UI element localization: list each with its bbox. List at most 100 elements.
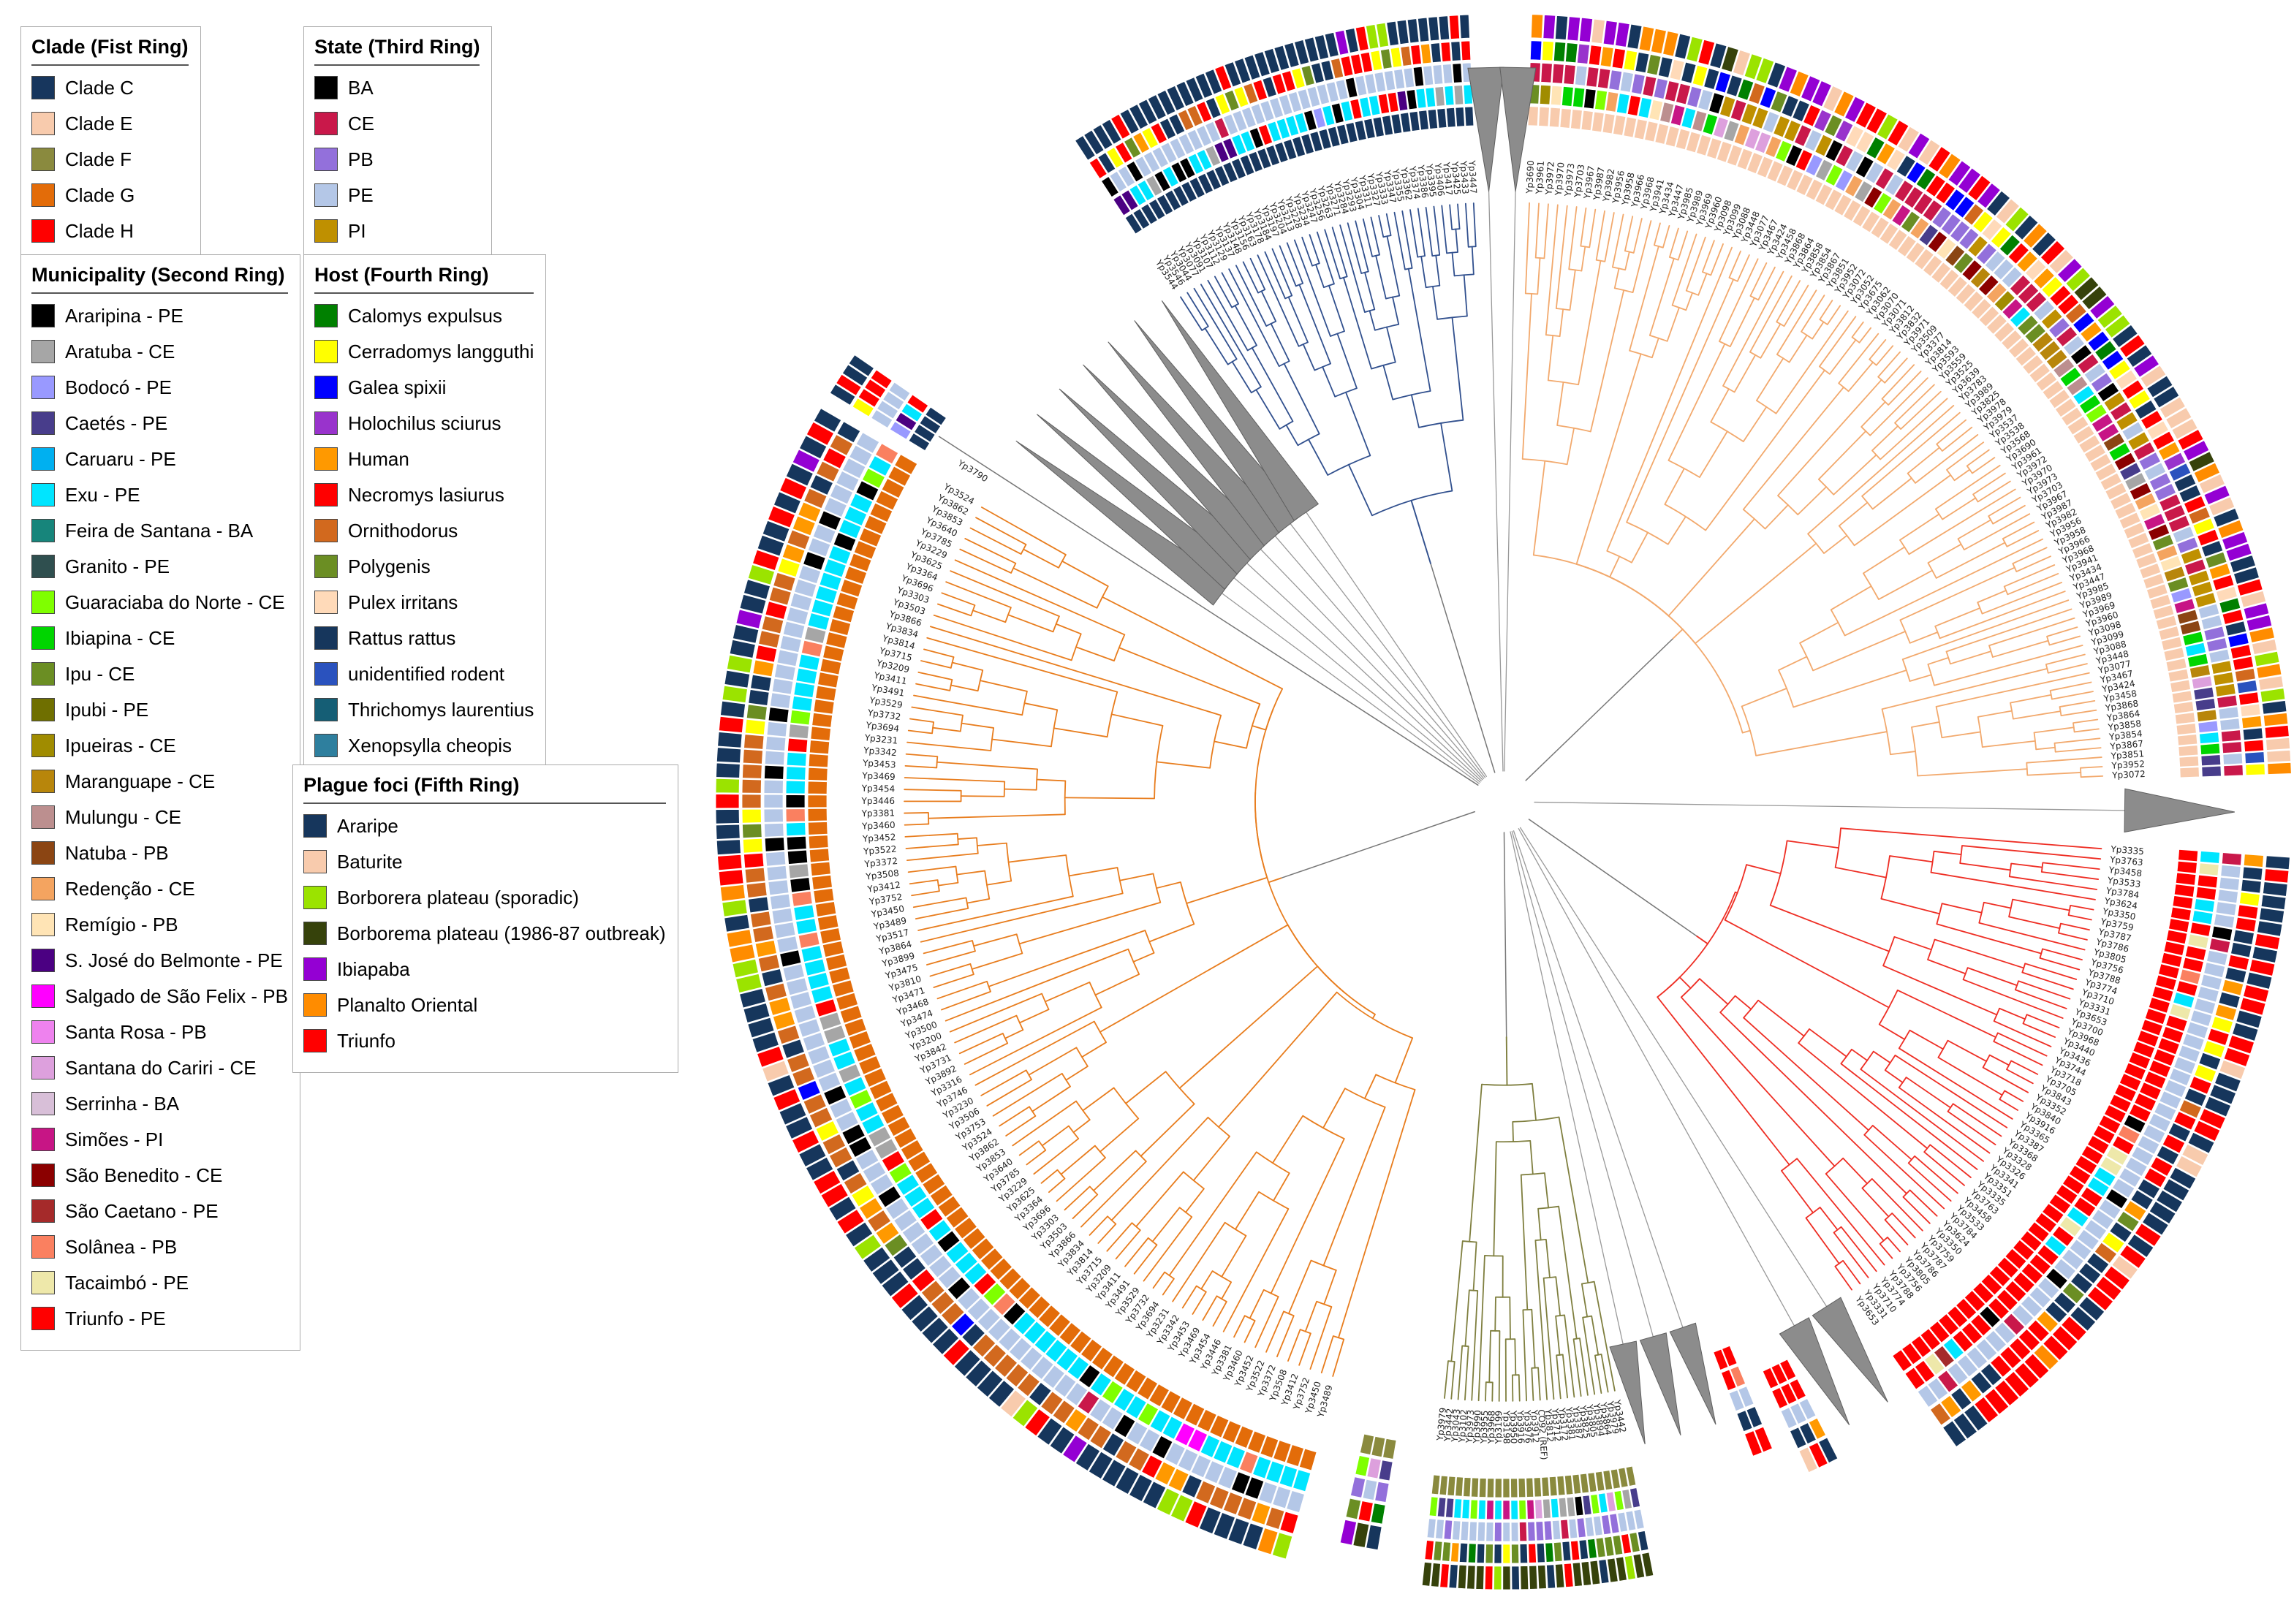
tip-label: Yp3805 <box>1584 1403 1599 1438</box>
legend-item-label: Ipueiras - CE <box>65 734 176 756</box>
legend-item-label: Thrichomys laurentius <box>348 698 534 721</box>
legend-items-municipality: Araripina - PE Aratuba - CE Bodocó - PE … <box>31 304 288 1330</box>
legend-color-swatch <box>314 376 338 399</box>
tip-label: Yp3522 <box>863 844 897 857</box>
collapsed-clade-triangle <box>1669 1322 1716 1425</box>
clade-branches <box>904 202 2104 1402</box>
legend-item-label: unidentified rodent <box>348 662 504 685</box>
tip-label: Yp3395 <box>1424 163 1438 198</box>
tip-label: Yp3812 <box>1543 1408 1556 1442</box>
legend-color-swatch <box>31 877 55 900</box>
legend-item: Araripe <box>303 814 666 838</box>
legend-item: Galea spixii <box>314 376 534 399</box>
legend-color-swatch <box>31 698 55 721</box>
collapsed-clade-triangle <box>1639 1332 1681 1436</box>
legend-title-host: Host (Fourth Ring) <box>314 264 534 294</box>
legend-color-swatch <box>31 662 55 686</box>
legend-item-label: Tacaimbó - PE <box>65 1271 189 1294</box>
legend-item: Ibiapaba <box>303 957 666 981</box>
legend-item-label: Rattus rattus <box>348 626 456 649</box>
tip-label: Yp3952 <box>2111 759 2145 771</box>
legend-item: Araripina - PE <box>31 304 288 327</box>
legend-item: Thrichomys laurentius <box>314 698 534 721</box>
legend-color-swatch <box>303 886 327 909</box>
legend-item: Borborema plateau (1986-87 outbreak) <box>303 922 666 945</box>
tip-label: Yp3912 <box>1529 1409 1541 1443</box>
collapsed-clade-triangle <box>1108 341 1287 547</box>
legend-color-swatch <box>31 1092 55 1115</box>
legend-item: Ornithodorus <box>314 519 534 542</box>
legend-item-label: Remígio - PB <box>65 913 178 936</box>
legend-color-swatch <box>303 922 327 945</box>
legend-color-swatch <box>31 841 55 865</box>
legend-item: PI <box>314 219 480 243</box>
legend-item: Xenopsylla cheopis <box>314 734 534 757</box>
legend-color-swatch <box>314 148 338 171</box>
legend-item-label: Baturite <box>337 850 403 873</box>
legend-item-label: Triunfo - PE <box>65 1307 166 1329</box>
legend-item-label: Exu - PE <box>65 483 140 506</box>
tip-label: Yp3851 <box>2110 748 2144 761</box>
legend-item-label: Borborema plateau (1986-87 outbreak) <box>337 922 666 944</box>
legend-item: Santa Rosa - PB <box>31 1020 288 1044</box>
annotation-rings <box>715 14 2292 1590</box>
legend-item: Triunfo - PE <box>31 1307 288 1330</box>
tip-label: Yp3198 <box>1502 1410 1512 1444</box>
tip-label: Yp3990 <box>1472 1410 1483 1444</box>
collapsed-clade-triangle <box>1467 67 1504 192</box>
tip-label: Yp3732 <box>866 707 901 722</box>
tip-label: Yp3825 <box>1578 1404 1592 1439</box>
legend-item-label: Cerradomys langguthi <box>348 340 534 363</box>
legend-item: Santana do Cariri - CE <box>31 1056 288 1079</box>
tip-label: Yp3172 <box>1556 1407 1570 1442</box>
legend-item-label: Holochilus sciurus <box>348 411 501 434</box>
legend-municipality-second-ring: Municipality (Second Ring) Araripina - P… <box>20 254 300 1351</box>
legend-color-swatch <box>31 447 55 471</box>
legend-color-swatch <box>303 993 327 1017</box>
legend-item-label: Santa Rosa - PB <box>65 1020 207 1043</box>
legend-color-swatch <box>314 483 338 506</box>
legend-item: Ibiapina - CE <box>31 626 288 650</box>
legend-item: Clade E <box>31 112 189 135</box>
legend-items-state: BA CE PB PE PI <box>314 76 480 243</box>
legend-item-label: Maranguape - CE <box>65 770 216 792</box>
legend-item: Ipueiras - CE <box>31 734 288 757</box>
legend-item: Pulex irritans <box>314 591 534 614</box>
legend-item-label: Triunfo <box>337 1029 395 1052</box>
legend-color-swatch <box>314 519 338 542</box>
legend-color-swatch <box>314 591 338 614</box>
tip-label: Yp3950 <box>1508 1410 1519 1444</box>
legend-color-swatch <box>31 984 55 1008</box>
tip-label: Yp3453 <box>862 758 896 770</box>
legend-item-label: PI <box>348 219 366 242</box>
tip-label: Yp3973 <box>1563 163 1577 198</box>
tip-labels: Yp3544Yp3546Yp3044Yp3077Yp3091Yp3107Yp31… <box>860 159 2145 1460</box>
legend-item: Caruaru - PE <box>31 447 288 471</box>
legend-title-state: State (Third Ring) <box>314 36 480 66</box>
tip-label: CO92 (REF) <box>1536 1409 1549 1460</box>
tip-label: Yp3043 <box>1450 1408 1462 1443</box>
tip-label: Yp3864 <box>2105 708 2140 723</box>
legend-item: Natuba - PB <box>31 841 288 865</box>
legend-item: Salgado de São Felix - PB <box>31 984 288 1008</box>
legend-item-label: Polygenis <box>348 555 431 577</box>
legend-item: Simões - PI <box>31 1128 288 1151</box>
tip-label: Yp3967 <box>1582 165 1597 200</box>
legend-item: Feira de Santana - BA <box>31 519 288 542</box>
legend-item: Guaraciaba do Norte - CE <box>31 591 288 614</box>
legend-color-swatch <box>31 183 55 207</box>
legend-item: Maranguape - CE <box>31 770 288 793</box>
legend-item: Necromys lasiurus <box>314 483 534 506</box>
collapsed-clade-triangle <box>1037 414 1244 590</box>
legend-item: Clade G <box>31 183 189 207</box>
tip-label: Yp3342 <box>863 745 897 759</box>
tip-label: Yp3973 <box>1464 1409 1476 1443</box>
legend-item-label: Simões - PI <box>65 1128 164 1150</box>
legend-color-swatch <box>303 814 327 838</box>
tip-label: Yp3387 <box>1570 1405 1584 1440</box>
legend-color-swatch <box>314 411 338 435</box>
legend-item-label: Natuba - PB <box>65 841 169 864</box>
legend-color-swatch <box>31 1199 55 1223</box>
legend-item-label: Clade F <box>65 148 132 170</box>
legend-color-swatch <box>31 770 55 793</box>
